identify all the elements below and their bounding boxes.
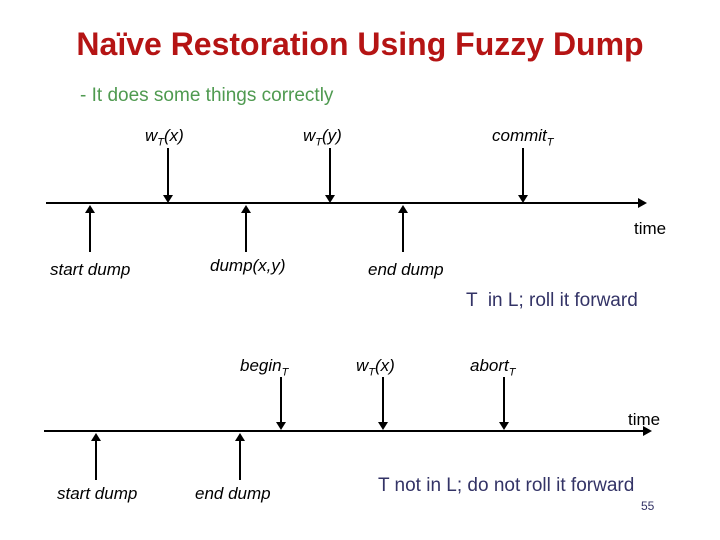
event-subscript: T (157, 136, 165, 149)
event-text: abort (470, 356, 509, 375)
event-label-end-dump: end dump (195, 484, 271, 503)
slide-title: Naïve Restoration Using Fuzzy Dump (76, 26, 644, 62)
arrow-shaft (245, 213, 247, 252)
up-arrow-icon (235, 433, 245, 480)
event-label-start-dump: start dump (57, 484, 138, 503)
time-axis-label: time (628, 410, 661, 429)
axis-line (46, 202, 638, 204)
event-subscript: T (368, 366, 376, 379)
event-label-start-dump: start dump (50, 260, 131, 279)
event-suffix: (y) (322, 126, 342, 145)
arrow-shaft (280, 377, 282, 422)
down-arrow-icon (499, 377, 509, 430)
arrow-head (325, 195, 335, 203)
arrow-shaft (382, 377, 384, 422)
down-arrow-icon (276, 377, 286, 430)
arrow-head (499, 422, 509, 430)
down-arrow-icon (325, 148, 335, 203)
event-label-commit: commitT (492, 126, 554, 148)
time-axis-label: time (634, 219, 667, 238)
event-text: w (303, 126, 316, 145)
event-label-begin: beginT (240, 356, 288, 378)
arrow-head (378, 422, 388, 430)
arrow-head (518, 195, 528, 203)
up-arrow-icon (241, 205, 251, 252)
arrow-shaft (522, 148, 524, 195)
event-subscript: T (546, 136, 554, 149)
annotation-roll-forward: T in L; roll it forward (466, 290, 638, 311)
event-text: begin (240, 356, 282, 375)
arrow-shaft (329, 148, 331, 195)
down-arrow-icon (163, 148, 173, 203)
arrow-shaft (503, 377, 505, 422)
event-text: w (145, 126, 158, 145)
down-arrow-icon (378, 377, 388, 430)
arrow-head (235, 433, 245, 441)
bullet-point: - It does some things correctly (80, 85, 334, 106)
arrow-head (398, 205, 408, 213)
axis-arrow-head (638, 198, 647, 208)
event-label-write-x: wT(x) (356, 356, 395, 378)
arrow-head (91, 433, 101, 441)
up-arrow-icon (91, 433, 101, 480)
arrow-head (85, 205, 95, 213)
up-arrow-icon (398, 205, 408, 252)
arrow-shaft (95, 441, 97, 480)
event-label-end-dump: end dump (368, 260, 444, 279)
arrow-head (163, 195, 173, 203)
event-text: w (356, 356, 369, 375)
arrow-shaft (402, 213, 404, 252)
arrow-head (241, 205, 251, 213)
event-label-dump-xy: dump(x,y) (210, 256, 286, 275)
annotation-no-roll-forward: T not in L; do not roll it forward (378, 475, 635, 496)
time-axis (44, 426, 652, 436)
event-suffix: (x) (375, 356, 395, 375)
time-axis (46, 198, 647, 208)
event-text: commit (492, 126, 547, 145)
event-subscript: T (281, 366, 289, 379)
arrow-shaft (239, 441, 241, 480)
up-arrow-icon (85, 205, 95, 252)
event-label-write-x: wT(x) (145, 126, 184, 148)
arrow-shaft (89, 213, 91, 252)
event-subscript: T (508, 366, 516, 379)
event-label-abort: abortT (470, 356, 515, 378)
event-label-write-y: wT(y) (303, 126, 342, 148)
arrow-head (276, 422, 286, 430)
axis-arrow-head (643, 426, 652, 436)
page-number: 55 (641, 499, 655, 513)
down-arrow-icon (518, 148, 528, 203)
arrow-shaft (167, 148, 169, 195)
event-subscript: T (315, 136, 323, 149)
event-suffix: (x) (164, 126, 184, 145)
axis-line (44, 430, 643, 432)
